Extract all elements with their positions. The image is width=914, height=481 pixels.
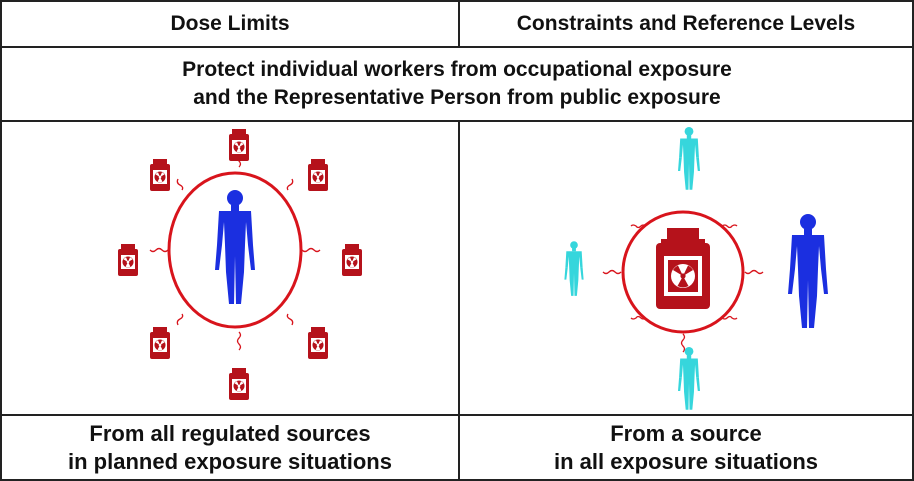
scope-line-2: in all exposure situations xyxy=(553,448,819,474)
radioactive-source-icon xyxy=(150,159,170,191)
divider xyxy=(2,120,912,122)
radioactive-source-icon xyxy=(118,244,138,276)
constraints-illustration xyxy=(460,122,912,414)
purpose-line-1: Protect individual workers from occupati… xyxy=(182,58,732,81)
radioactive-source-icon xyxy=(308,327,328,359)
constraints-scope: From a source in all exposure situations xyxy=(460,416,912,479)
scope-line-2: in planned exposure situations xyxy=(68,448,392,474)
dose-limits-illustration xyxy=(2,122,458,414)
human-figure-icon xyxy=(788,214,828,328)
radioactive-source-icon xyxy=(229,129,249,161)
scope-line-1: From a source xyxy=(610,420,762,446)
exposure-circle xyxy=(167,171,303,329)
source-circle xyxy=(621,210,745,334)
divider xyxy=(2,46,912,48)
purpose-line-2: and the Representative Person from publi… xyxy=(193,86,721,109)
radiation-arrows xyxy=(602,224,764,353)
dose-limits-scope: From all regulated sources in planned ex… xyxy=(2,416,458,479)
human-figure-icon xyxy=(678,127,700,190)
radioactive-source-icon xyxy=(342,244,362,276)
radioactive-source-icon xyxy=(308,159,328,191)
divider xyxy=(458,2,460,48)
human-figure-icon xyxy=(215,190,255,304)
human-figure-icon xyxy=(678,347,700,410)
divider xyxy=(2,414,912,416)
radioactive-source-icon xyxy=(150,327,170,359)
radioactive-source-icon xyxy=(229,368,249,400)
dose-limits-header: Dose Limits xyxy=(170,12,290,35)
human-figure-icon xyxy=(564,241,584,296)
scope-line-1: From all regulated sources xyxy=(89,420,371,446)
radioactive-bottle-icon xyxy=(656,228,710,309)
constraints-header: Constraints and Reference Levels xyxy=(516,12,856,35)
divider xyxy=(458,120,460,479)
purpose-banner: Protect individual workers from occupati… xyxy=(2,48,912,120)
